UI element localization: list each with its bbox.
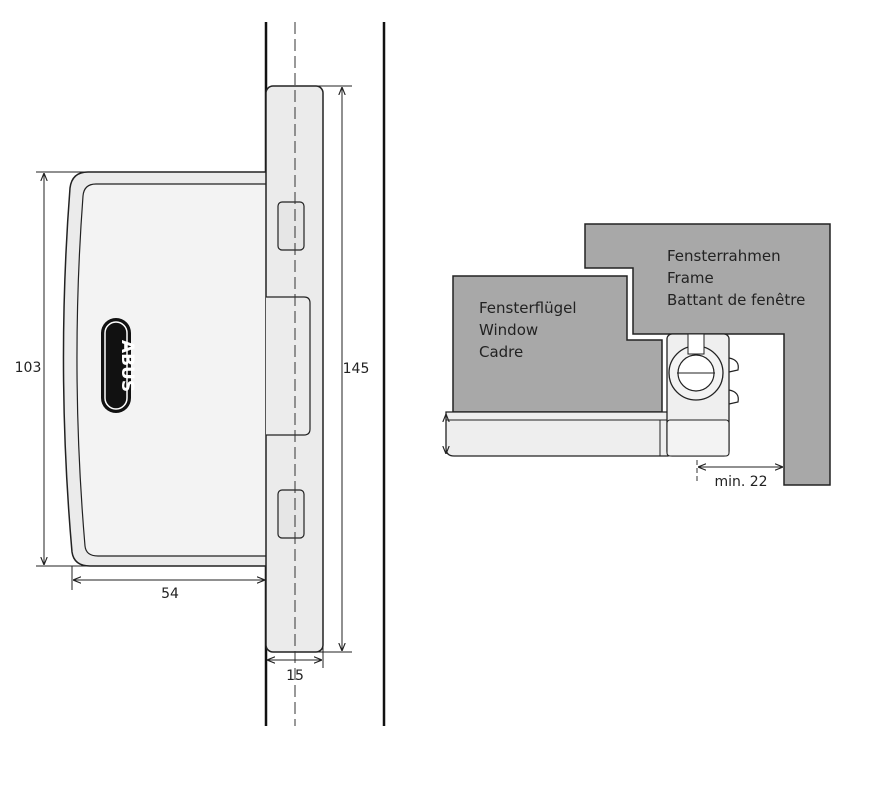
cross-section: Fensterrahmen Frame Battant de fenêtre F… [445, 223, 831, 490]
dim-min22: min. 22 [714, 474, 767, 490]
mechanism [666, 333, 739, 457]
abus-logo: ABUS [101, 318, 137, 413]
dim-145: 145 [343, 361, 370, 377]
frame-label-de: Fensterrahmen [667, 247, 781, 265]
plate-center-block [266, 296, 311, 436]
lock-body-face [76, 183, 266, 557]
front-view: ABUS 103 54 145 15 [15, 22, 386, 726]
logo-text: ABUS [117, 340, 137, 392]
logo-badge [101, 318, 131, 413]
dim-54: 54 [161, 586, 179, 602]
dim-15: 15 [286, 668, 304, 684]
sash-bottom-strip [445, 411, 669, 457]
sash-label-en: Window [479, 321, 538, 339]
plate-slot-bottom [277, 489, 305, 539]
plate-slot-top [277, 201, 305, 251]
frame-label-en: Frame [667, 269, 714, 287]
dim-103: 103 [15, 360, 42, 376]
frame-profile [584, 223, 831, 486]
frame-label-fr: Battant de fenêtre [667, 291, 805, 309]
sash-label-fr: Cadre [479, 343, 523, 361]
sash-label-de: Fensterflügel [479, 299, 577, 317]
